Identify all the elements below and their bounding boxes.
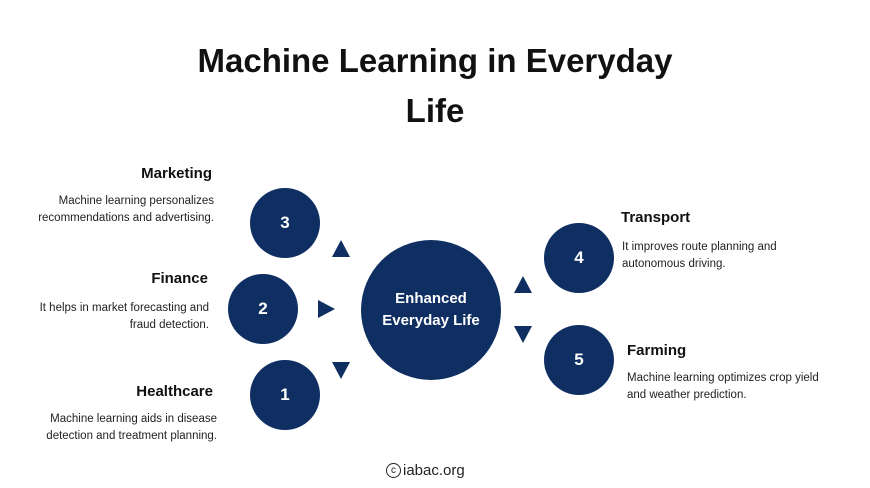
arrow-up-icon xyxy=(514,276,532,293)
item-heading-transport: Transport xyxy=(621,209,691,226)
step-circle-5: 5 xyxy=(544,325,614,395)
page-title: Machine Learning in Everyday Life xyxy=(197,42,673,129)
arrow-right-icon xyxy=(318,300,335,318)
item-heading-finance: Finance xyxy=(151,270,208,287)
item-heading-farming: Farming xyxy=(627,342,687,359)
center-hub: Enhanced Everyday Life xyxy=(361,240,501,380)
footer-text: iabac.org xyxy=(403,462,465,479)
item-description-marketing: Machine learning personalizes recommenda… xyxy=(38,195,214,224)
step-circle-4: 4 xyxy=(544,223,614,293)
item-heading-healthcare: Healthcare xyxy=(136,383,213,400)
item-description-finance: It helps in market forecasting and fraud… xyxy=(39,302,209,331)
arrow-down-icon xyxy=(514,326,532,343)
item-description-healthcare: Machine learning aids in disease detecti… xyxy=(46,413,217,442)
step-circle-2: 2 xyxy=(228,274,298,344)
item-heading-marketing: Marketing xyxy=(141,165,212,182)
item-description-transport: It improves route planning and autonomou… xyxy=(622,241,777,270)
step-circle-3: 3 xyxy=(250,188,320,258)
step-circle-1: 1 xyxy=(250,360,320,430)
footer-brand: c iabac.org xyxy=(386,462,465,479)
arrow-up-icon xyxy=(332,240,350,257)
copyright-icon: c xyxy=(386,463,401,478)
arrow-down-icon xyxy=(332,362,350,379)
item-description-farming: Machine learning optimizes crop yield an… xyxy=(627,372,819,401)
